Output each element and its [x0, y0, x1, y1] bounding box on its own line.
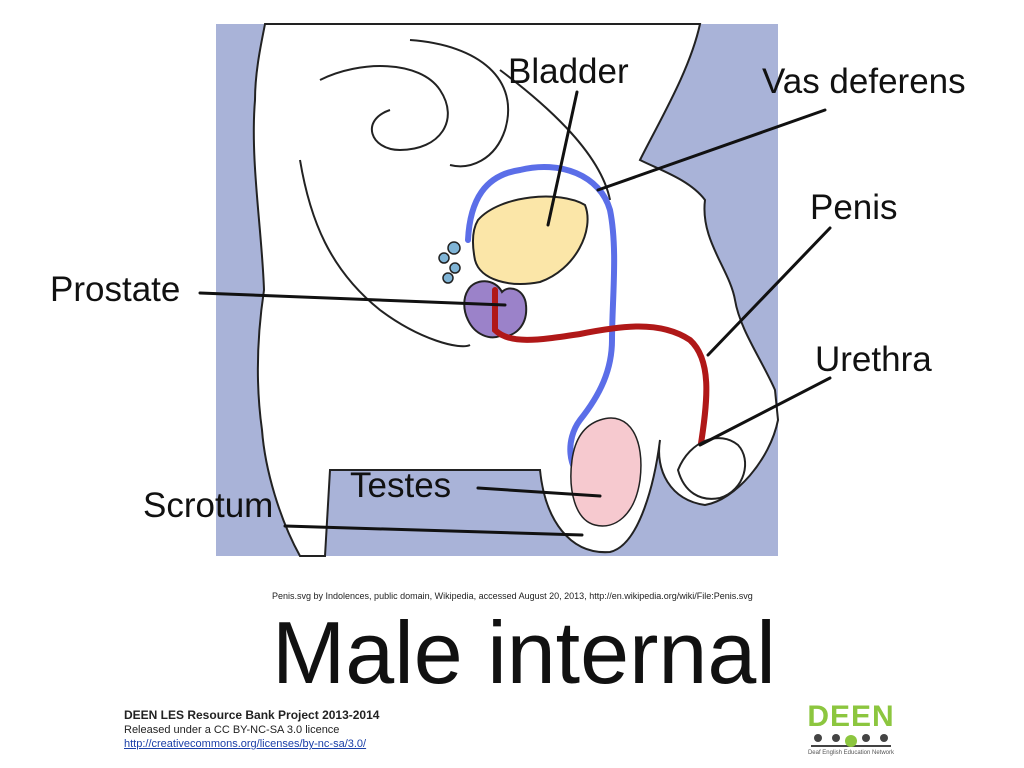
image-credit: Penis.svg by Indolences, public domain, … — [272, 591, 753, 601]
seminal-vesicle-1 — [447, 241, 461, 255]
logo-subtext: Deaf English Education Network — [807, 750, 895, 756]
label-bladder: Bladder — [508, 52, 629, 91]
label-penis: Penis — [810, 188, 898, 227]
leader-penis — [706, 226, 832, 357]
seminal-vesicle-3 — [449, 262, 461, 274]
label-testes: Testes — [350, 466, 452, 505]
license-link[interactable]: http://creativecommons.org/licenses/by-n… — [124, 738, 367, 750]
logo-figures-icon — [811, 734, 891, 747]
testis-shape — [570, 417, 642, 527]
label-scrotum: Scrotum — [143, 486, 274, 525]
leader-urethra — [698, 376, 832, 447]
deen-logo: DEEN Deaf English Education Network — [806, 700, 896, 762]
bladder-shape — [472, 195, 589, 285]
logo-text: DEEN — [807, 700, 895, 733]
urethra-tube — [492, 287, 710, 453]
leader-vas-deferens — [596, 108, 827, 192]
pubic-bone-outline — [499, 69, 611, 201]
pelvis-outline — [299, 159, 471, 348]
label-vas-deferens: Vas deferens — [762, 62, 966, 101]
leader-bladder — [546, 90, 579, 227]
male-anatomy-diagram — [198, 23, 832, 557]
intestine-outline — [319, 39, 510, 168]
seminal-vesicle-2 — [438, 252, 450, 264]
project-info: DEEN LES Resource Bank Project 2013-2014… — [124, 708, 379, 751]
leader-testes — [476, 486, 602, 498]
seminal-vesicle-4 — [442, 272, 454, 284]
leader-lines — [198, 90, 832, 537]
leader-prostate — [198, 291, 507, 307]
leader-scrotum — [283, 524, 584, 537]
vas-deferens-tube — [465, 163, 618, 483]
label-prostate: Prostate — [50, 270, 181, 309]
project-name: DEEN LES Resource Bank Project 2013-2014 — [124, 708, 380, 722]
license-text: Released under a CC BY-NC-SA 3.0 licence — [124, 724, 340, 736]
page-title: Male internal — [272, 603, 776, 702]
label-urethra: Urethra — [815, 340, 932, 379]
